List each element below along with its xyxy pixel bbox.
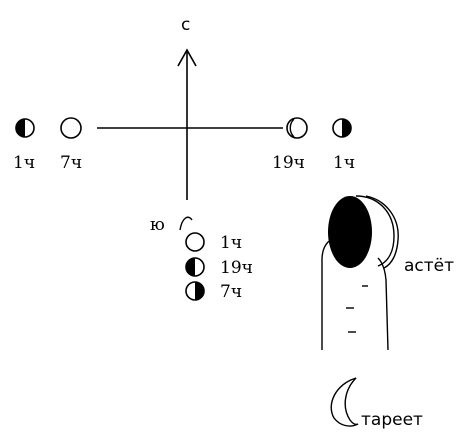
south-moon-time-3: 7ч <box>220 282 242 302</box>
south-moon-group: 1ч 19ч 7ч <box>185 232 253 302</box>
north-arrowhead <box>177 48 197 67</box>
north-label: с <box>181 15 190 35</box>
east-moon-time-1: 19ч <box>272 153 305 173</box>
west-moon-group: 1ч 7ч <box>13 117 82 173</box>
compass-cross <box>97 48 283 200</box>
fingernail-dark <box>328 196 372 268</box>
full-moon-icon <box>60 117 82 139</box>
east-moon-group: 19ч 1ч <box>272 117 355 173</box>
finger-right-outline <box>377 257 389 351</box>
west-moon-time-2: 7ч <box>60 153 82 173</box>
west-moon-time-1: 1ч <box>13 153 35 173</box>
crescent-moon-icon <box>286 117 308 139</box>
crescent-c-icon <box>330 377 359 427</box>
fingernail-outline <box>355 195 395 267</box>
south-moon-time-1: 1ч <box>220 233 242 253</box>
east-moon-time-2: 1ч <box>333 153 355 173</box>
south-label: ю <box>150 215 165 235</box>
south-moon-time-2: 19ч <box>220 258 253 278</box>
ages-label: тареет <box>361 410 423 430</box>
full-moon-icon <box>185 232 205 252</box>
half-moon-icon <box>332 118 352 138</box>
half-moon-icon <box>185 257 205 277</box>
south-axis-hook <box>179 216 193 231</box>
fingernail-outline-2 <box>365 195 399 269</box>
half-moon-icon <box>15 118 35 138</box>
half-moon-icon <box>185 281 205 301</box>
grows-label: астёт <box>404 256 454 276</box>
